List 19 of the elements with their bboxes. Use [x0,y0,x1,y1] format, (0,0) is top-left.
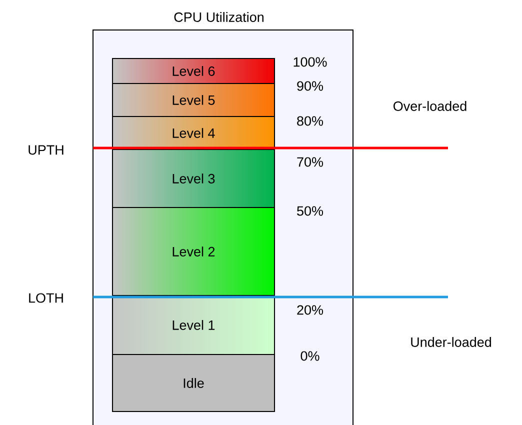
label: 100% [294,57,327,67]
level-band: Level 5 [112,83,275,117]
label: 0% [300,351,320,361]
level-band: Level 6 [112,58,275,84]
level-band: Idle [112,354,275,412]
label: Under-loaded [411,337,492,347]
label: 20% [297,305,324,315]
label: LOTH [29,293,63,303]
label: 80% [297,116,324,126]
level-band: Level 2 [112,207,275,296]
level-band: Level 1 [112,295,275,355]
label: Over-loaded [394,101,466,111]
node-label: CPU Utilization [174,12,264,22]
label: 70% [297,157,324,167]
level-band: Level 3 [112,149,275,208]
label: 50% [297,206,324,216]
label: UPTH [28,145,64,155]
level-band: Level 4 [112,116,275,150]
label: 90% [297,81,324,91]
